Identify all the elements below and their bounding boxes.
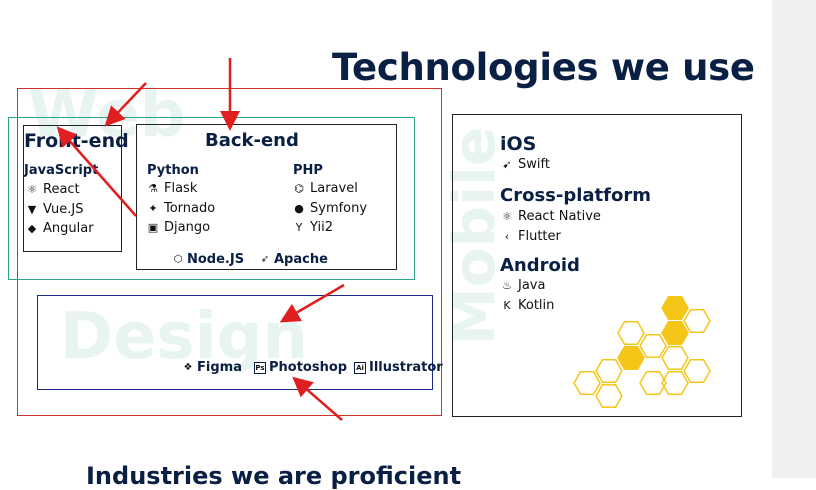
tech-label: Tornado	[164, 201, 216, 216]
tech-item-java: ♨ Java	[501, 278, 545, 293]
yii-icon: Y	[295, 220, 303, 234]
react-icon: ⚛	[502, 209, 512, 223]
arrow-frontend	[104, 82, 147, 127]
illustrator-icon: Ai	[354, 361, 366, 374]
honeycomb-cell	[639, 370, 667, 396]
backend-card: Back-end Python ⚗Flask ✦Tornado ▣Django …	[136, 124, 397, 270]
tech-item-react: ⚛ React	[26, 182, 80, 197]
honeycomb-cell	[683, 358, 711, 384]
photoshop-icon: Ps	[254, 361, 266, 374]
honeycomb-cell	[661, 295, 689, 321]
tech-label: Swift	[518, 157, 550, 172]
mobile-card: iOS ➹Swift Cross-platform ⚛React Native …	[452, 114, 742, 417]
tech-label: Yii2	[310, 220, 333, 235]
honeycomb-decoration	[573, 295, 711, 409]
tech-label: React Native	[518, 209, 601, 224]
tech-item-flask: ⚗ Flask	[147, 181, 197, 196]
laravel-icon: ⌬	[294, 181, 304, 195]
page-title: Technologies we use	[332, 46, 755, 89]
tech-label: Flutter	[518, 229, 561, 244]
tool-label: Photoshop	[269, 360, 348, 375]
tech-item-nodejs: ⬡ Node.JS	[172, 252, 244, 267]
swift-icon: ➹	[502, 157, 512, 171]
tool-item-figma: ❖ Figma	[182, 360, 242, 375]
tech-item-flutter: ‹ Flutter	[501, 229, 561, 244]
arrow-photoshop	[292, 376, 343, 421]
java-icon: ♨	[502, 278, 512, 292]
vue-icon: ▼	[27, 202, 37, 216]
honeycomb-cell	[661, 370, 689, 396]
honeycomb-cell	[595, 358, 623, 384]
honeycomb-cell	[639, 333, 667, 359]
tech-label: Angular	[43, 221, 94, 236]
honeycomb-cell	[595, 383, 623, 409]
android-title: Android	[500, 255, 580, 276]
tech-label: Flask	[164, 181, 198, 196]
nodejs-icon: ⬡	[173, 253, 183, 265]
tech-label: Java	[518, 278, 546, 293]
tech-label: Django	[164, 220, 211, 235]
honeycomb-cell	[661, 320, 689, 346]
php-title: PHP	[293, 163, 323, 178]
arrow-frontend-diagonal	[56, 126, 137, 217]
react-icon: ⚛	[27, 182, 37, 196]
tech-item-apache: ➶ Apache	[259, 252, 328, 267]
tech-item-tornado: ✦ Tornado	[147, 201, 215, 216]
tech-item-yii: Y Yii2	[293, 220, 333, 235]
page-gutter	[772, 0, 816, 478]
tech-item-django: ▣ Django	[147, 220, 210, 235]
tech-item-vue: ▼ Vue.JS	[26, 202, 84, 217]
tech-item-laravel: ⌬ Laravel	[293, 181, 358, 196]
flutter-icon: ‹	[504, 229, 510, 243]
tech-item-symfony: ● Symfony	[293, 201, 367, 216]
industries-heading: Industries we are proficient	[86, 462, 462, 490]
cross-platform-title: Cross-platform	[500, 185, 651, 206]
tech-item-kotlin: K Kotlin	[501, 298, 554, 313]
tech-label: Kotlin	[518, 298, 555, 313]
tech-label: React	[43, 182, 80, 197]
web-outline	[8, 117, 415, 280]
tech-item-swift: ➹ Swift	[501, 157, 550, 172]
tech-label: Laravel	[310, 181, 358, 196]
kotlin-icon: K	[503, 298, 511, 312]
honeycomb-cell	[617, 345, 645, 371]
tech-item-angular: ◆ Angular	[26, 221, 94, 236]
tool-label: Figma	[197, 360, 242, 375]
backend-title: Back-end	[205, 130, 299, 151]
arrow-design	[279, 283, 345, 323]
honeycomb-cell	[683, 308, 711, 334]
django-icon: ▣	[147, 220, 159, 234]
honeycomb-cell	[617, 320, 645, 346]
tech-label: Vue.JS	[43, 202, 84, 217]
annotation-arrows	[56, 58, 345, 421]
apache-icon: ➶	[260, 253, 270, 265]
flask-icon: ⚗	[148, 181, 158, 195]
python-title: Python	[147, 163, 199, 178]
watermark-design: Design	[60, 300, 308, 374]
tech-label: Apache	[274, 252, 328, 267]
symfony-icon: ●	[294, 201, 304, 215]
tech-item-react-native: ⚛ React Native	[501, 209, 601, 224]
honeycomb-cell	[661, 345, 689, 371]
tornado-icon: ✦	[148, 201, 158, 215]
javascript-title: JavaScript	[24, 163, 99, 178]
tool-label: Illustrator	[369, 360, 443, 375]
tech-label: Symfony	[310, 201, 368, 216]
honeycomb-cell	[573, 370, 601, 396]
figma-icon: ❖	[183, 361, 193, 373]
angular-icon: ◆	[27, 221, 37, 235]
ios-title: iOS	[500, 133, 537, 155]
tech-label: Node.JS	[187, 252, 245, 267]
